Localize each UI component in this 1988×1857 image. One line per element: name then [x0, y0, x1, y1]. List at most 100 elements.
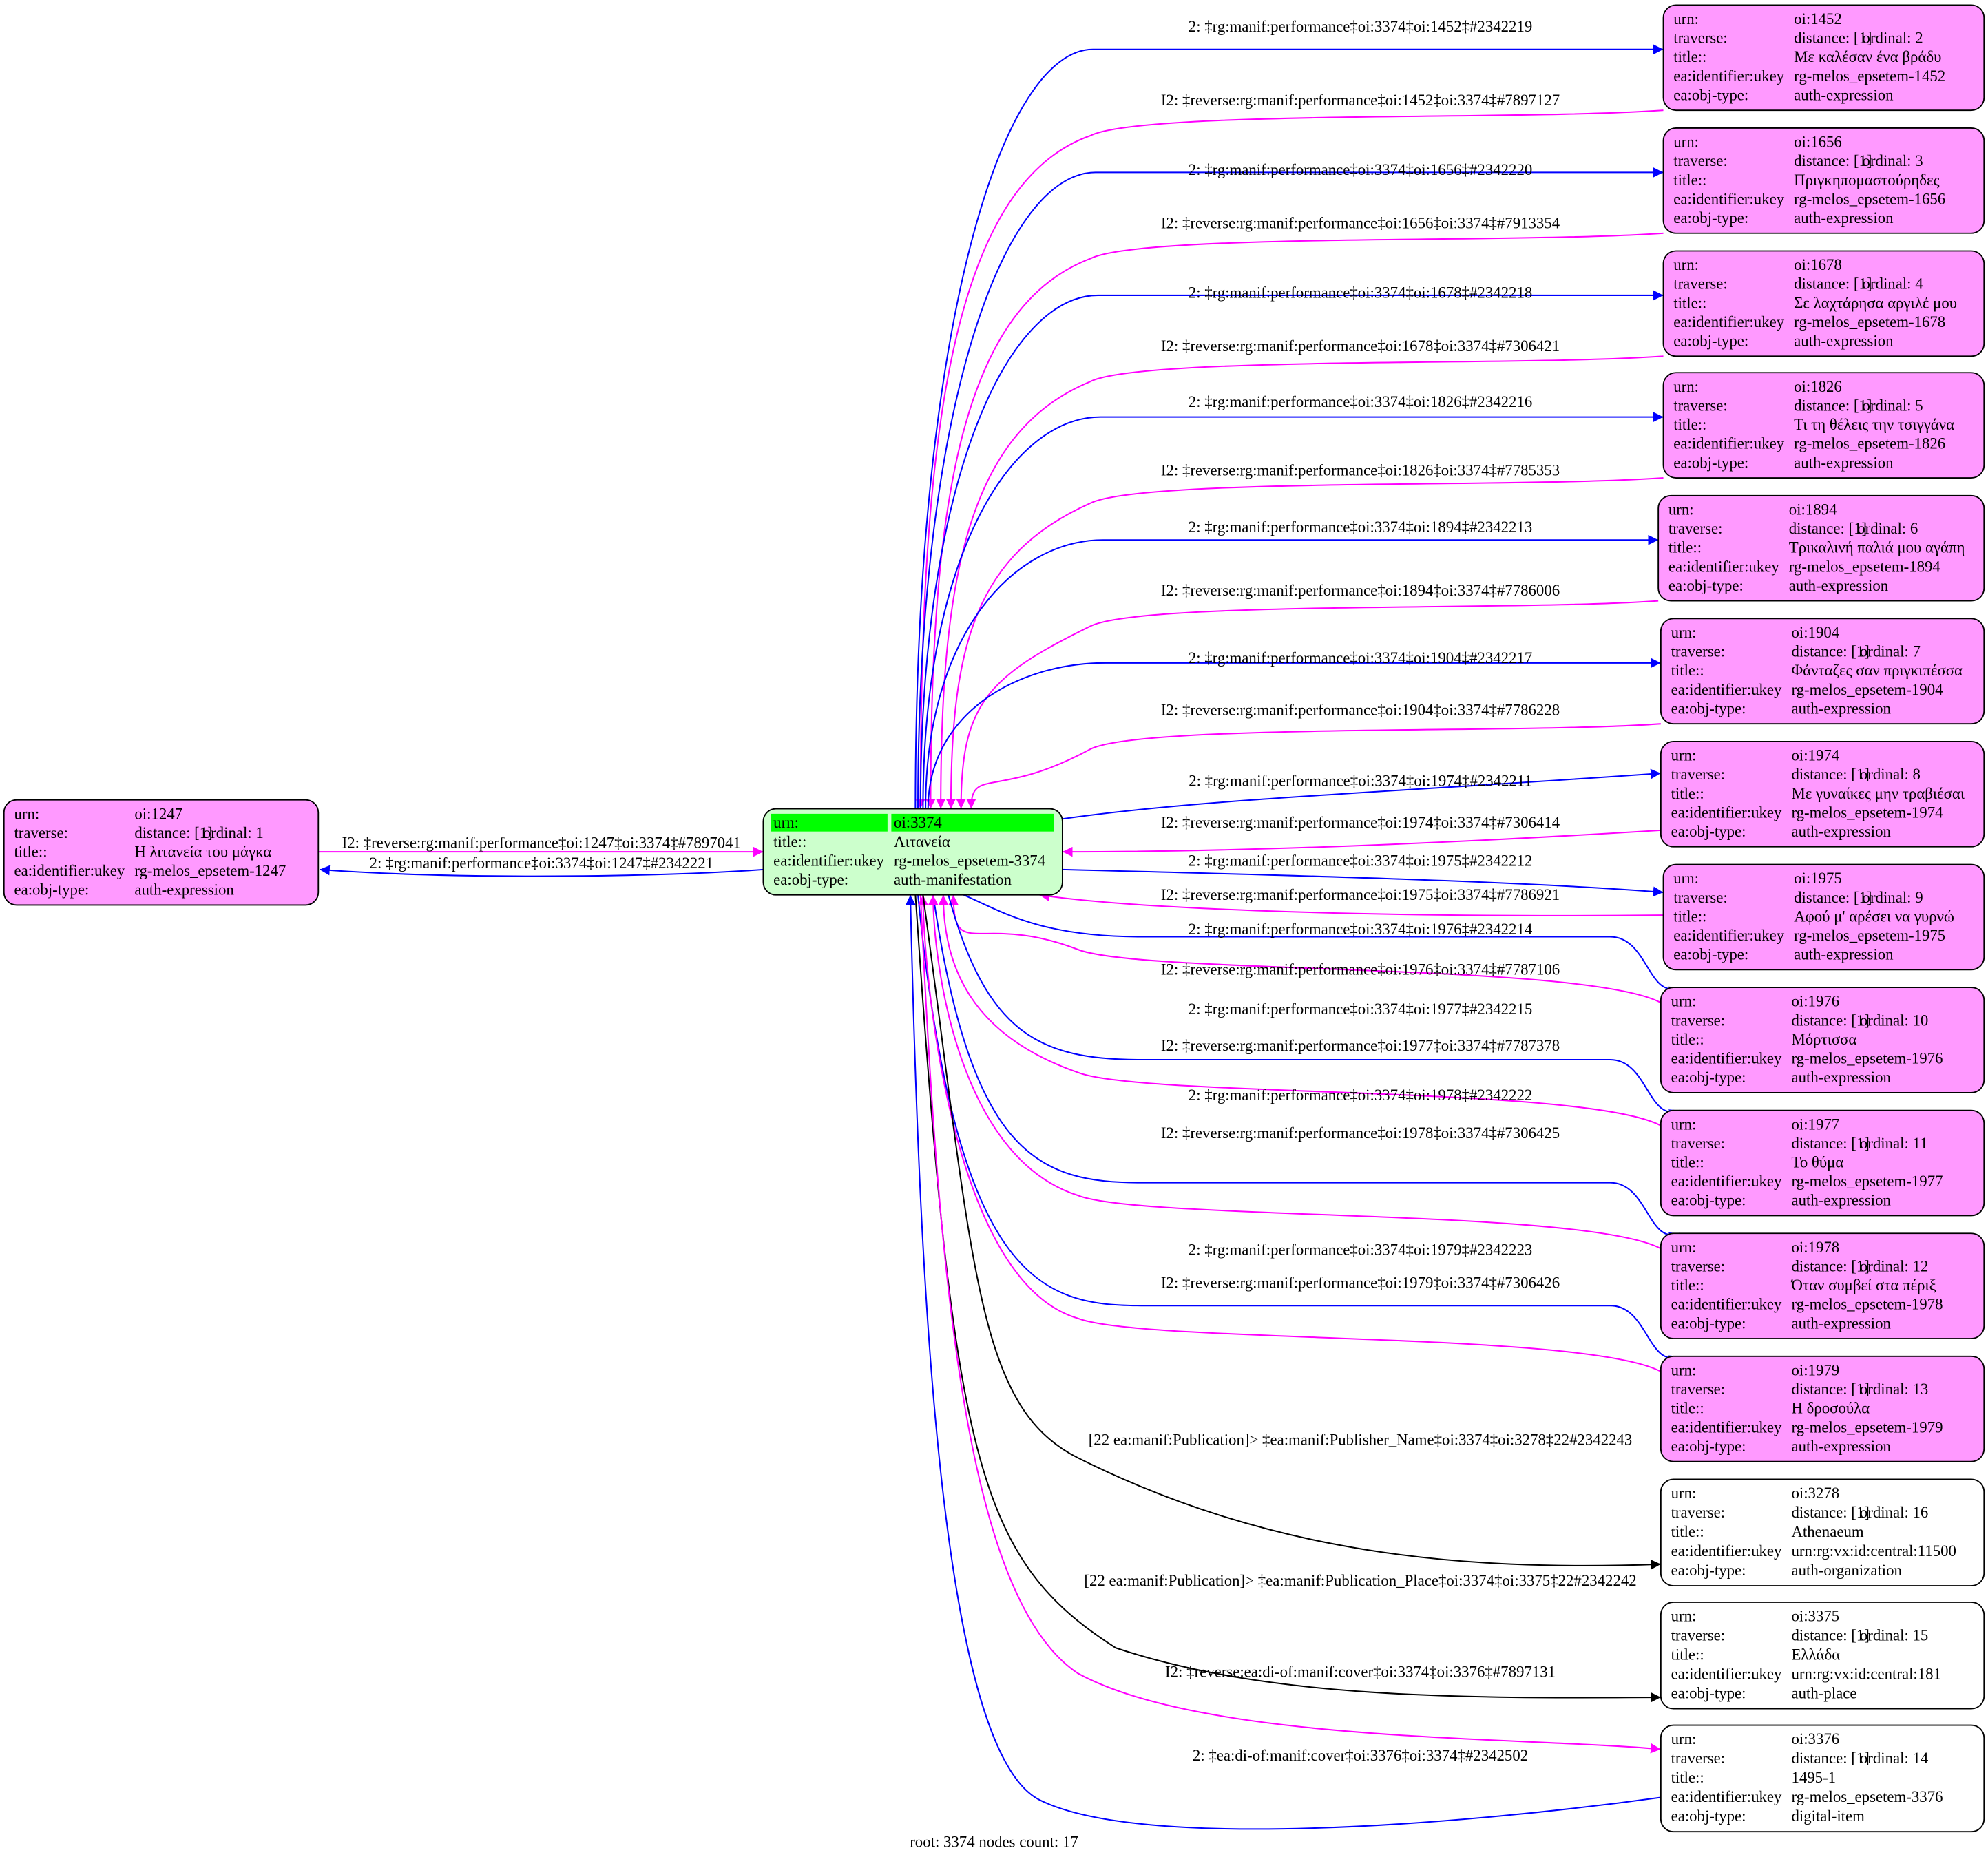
- row-label: ea:obj-type:: [1673, 209, 1748, 227]
- edge-layer: I2: ‡reverse:rg:manif:performance‡oi:124…: [318, 18, 1680, 1830]
- ordinal-value: ordinal: 15: [1860, 1627, 1928, 1644]
- row-value: auth-expression: [1791, 1438, 1891, 1455]
- row-label: urn:: [1671, 1239, 1697, 1256]
- row-value: Φάνταζες σαν πριγκιπέσσα: [1791, 662, 1963, 679]
- row-value: Η δροσούλα: [1791, 1400, 1870, 1417]
- edge-publication-3278: [922, 894, 1661, 1570]
- edge-forward-1976: [963, 894, 1680, 996]
- root-urn-label-highlight: [771, 813, 888, 832]
- node-box: [1662, 127, 1985, 234]
- ordinal-value: ordinal: 8: [1860, 766, 1921, 783]
- row-label: traverse:: [1671, 1750, 1726, 1767]
- row-label: ea:obj-type:: [1671, 1685, 1746, 1702]
- edge-label: I2: ‡reverse:rg:manif:performance‡oi:145…: [1161, 92, 1560, 109]
- row-label: title::: [1673, 416, 1706, 433]
- row-value: auth-expression: [1794, 209, 1894, 227]
- row-label: title::: [1671, 1277, 1704, 1294]
- row-value: rg-melos_epsetem-1904: [1791, 681, 1943, 698]
- edge-reverse-1904: [966, 723, 1661, 809]
- edge-label: 2: ‡rg:manif:performance‡oi:3374‡oi:1656…: [1189, 161, 1532, 178]
- row-value: distance: [1]: [1791, 643, 1869, 660]
- row-label: ea:obj-type:: [773, 871, 848, 888]
- row-label: title::: [1673, 907, 1706, 925]
- row-value: oi:1975: [1794, 870, 1842, 887]
- row-label: ea:obj-type:: [1671, 1438, 1746, 1455]
- edge-forward-1979: [917, 894, 1680, 1365]
- edge-label: 2: ‡rg:manif:performance‡oi:3374‡oi:1974…: [1189, 772, 1532, 789]
- edge-reverse_out-3376: [919, 894, 1661, 1754]
- row-value: Ελλάδα: [1791, 1646, 1840, 1664]
- row-label: title::: [1671, 662, 1704, 679]
- row-label: urn:: [1668, 501, 1694, 518]
- edge-label: I2: ‡reverse:rg:manif:performance‡oi:167…: [1161, 337, 1560, 355]
- node-box: [1660, 1232, 1985, 1339]
- row-label: title::: [1671, 1031, 1704, 1048]
- row-value: rg-melos_epsetem-1678: [1794, 313, 1945, 331]
- row-label: traverse:: [1671, 1504, 1726, 1521]
- row-value: distance: [1]: [1791, 766, 1869, 783]
- node-box: [1662, 372, 1985, 479]
- edge-reverse-1452: [915, 109, 1664, 809]
- row-label: traverse:: [1671, 1257, 1726, 1274]
- row-value: distance: [1]: [1791, 1011, 1869, 1029]
- row-label: ea:identifier:ukey: [14, 862, 125, 879]
- row-label: urn:: [1671, 747, 1697, 764]
- node-box: [1660, 1478, 1985, 1586]
- root-node-3374[interactable]: urn:oi:3374title::Λιτανείαea:identifier:…: [762, 808, 1063, 896]
- row-value: distance: [1]: [1789, 520, 1867, 537]
- node-box: [1660, 1602, 1985, 1710]
- row-label: ea:identifier:ukey: [1673, 190, 1784, 207]
- row-label: ea:identifier:ukey: [1671, 1666, 1782, 1683]
- row-label: urn:: [1671, 624, 1697, 641]
- node-box: [1660, 741, 1985, 848]
- row-value: auth-expression: [1791, 1069, 1891, 1086]
- row-label: title::: [1671, 1646, 1704, 1664]
- row-label: traverse:: [1673, 30, 1728, 47]
- row-label: ea:identifier:ukey: [1671, 804, 1782, 821]
- row-value: rg-melos_epsetem-1975: [1794, 927, 1945, 944]
- row-value: distance: [1]: [134, 824, 212, 841]
- edge-label: I2: ‡reverse:rg:manif:performance‡oi:165…: [1161, 214, 1560, 231]
- row-label: ea:obj-type:: [1673, 333, 1748, 350]
- edge-label: I2: ‡reverse:rg:manif:performance‡oi:124…: [342, 835, 741, 852]
- row-value: distance: [1]: [1791, 1627, 1869, 1644]
- row-value: Σε λαχτάρησα αργιλέ μου: [1794, 294, 1957, 311]
- row-label: ea:obj-type:: [1671, 700, 1746, 717]
- edge-reverse-1979: [918, 894, 1662, 1372]
- edge-label: 2: ‡ea:di-of:manif:cover‡oi:3376‡oi:3374…: [1193, 1747, 1528, 1764]
- node-box: [1662, 863, 1985, 971]
- node-box: [1657, 494, 1985, 602]
- row-label: ea:identifier:ukey: [1673, 313, 1784, 331]
- row-value: rg-melos_epsetem-1894: [1789, 558, 1941, 575]
- row-label: urn:: [1671, 1115, 1697, 1133]
- edge-forward-1977: [948, 894, 1680, 1119]
- edge-label: I2: ‡reverse:rg:manif:performance‡oi:182…: [1161, 461, 1560, 479]
- edge-forward-1452: [914, 44, 1664, 809]
- row-label: traverse:: [1673, 397, 1728, 414]
- row-value: Το θύμα: [1791, 1154, 1843, 1171]
- row-label: ea:obj-type:: [1668, 577, 1744, 594]
- ordinal-value: ordinal: 10: [1860, 1011, 1928, 1029]
- row-value: auth-expression: [1791, 1314, 1891, 1332]
- edge-forward-1975: [1062, 868, 1664, 897]
- row-value: oi:1826: [1794, 378, 1842, 395]
- row-value: rg-melos_epsetem-1977: [1791, 1173, 1943, 1190]
- edge-label: 2: ‡rg:manif:performance‡oi:3374‡oi:1826…: [1189, 393, 1532, 410]
- row-value: rg-melos_epsetem-1978: [1791, 1296, 1943, 1313]
